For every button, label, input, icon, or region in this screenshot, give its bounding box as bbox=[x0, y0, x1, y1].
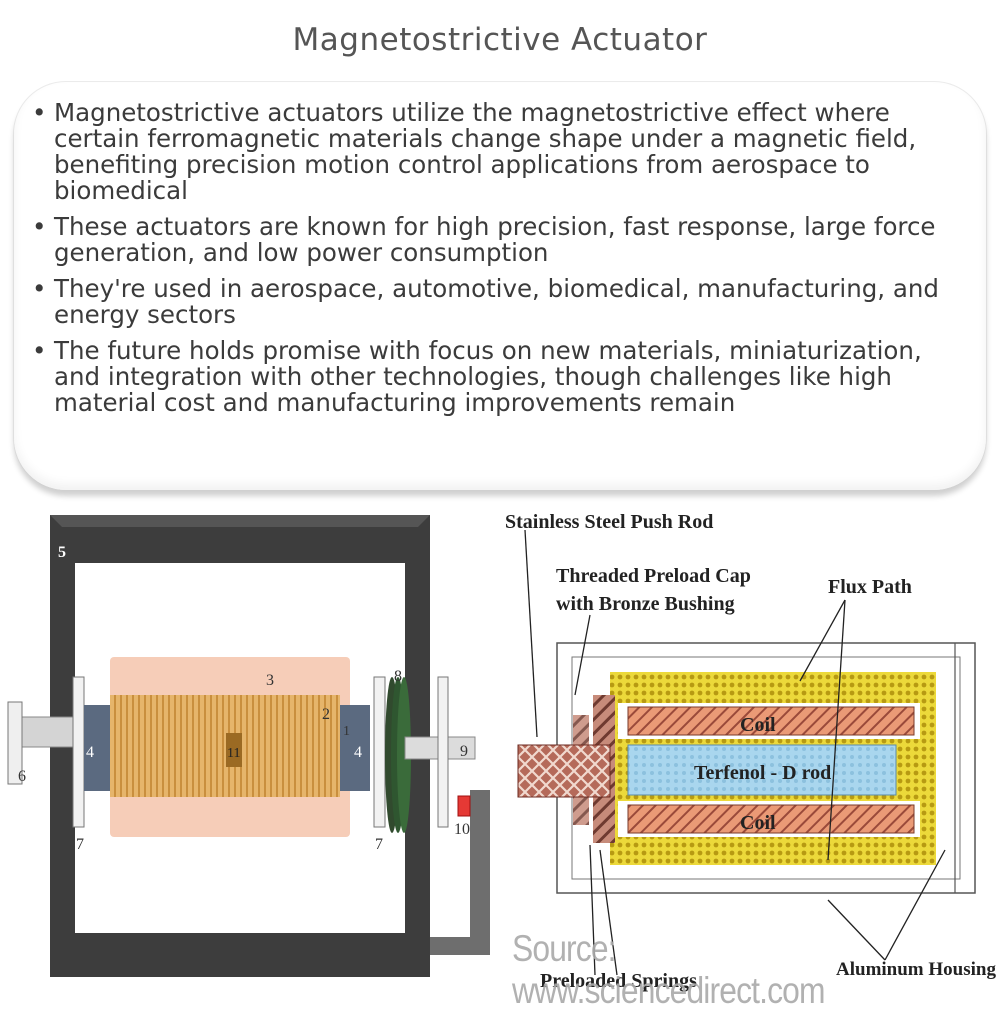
label-7-left: 7 bbox=[76, 836, 84, 853]
label-2: 2 bbox=[322, 706, 330, 723]
washer-7-left bbox=[72, 676, 85, 828]
label-aluminum-housing: Aluminum Housing bbox=[836, 959, 996, 980]
label-preloaded-springs: Preloaded Springs bbox=[540, 970, 697, 992]
washer-7-right bbox=[373, 676, 386, 828]
end-plate-right bbox=[437, 676, 449, 828]
red-marker bbox=[457, 795, 471, 817]
frame-top-bevel bbox=[50, 515, 430, 527]
label-9: 9 bbox=[460, 743, 468, 760]
label-7-right: 7 bbox=[375, 836, 383, 853]
label-4-right: 4 bbox=[354, 744, 362, 761]
label-coil-top: Coil bbox=[740, 714, 776, 736]
label-bronze-bushing: with Bronze Bushing bbox=[556, 593, 735, 615]
coil-top bbox=[627, 706, 915, 736]
push-rod bbox=[517, 744, 611, 798]
actuator-diagrams: 5 3 2 1 8 4 4 11 9 6 7 7 10 bbox=[7, 511, 996, 992]
label-3: 3 bbox=[266, 672, 274, 689]
bullet-list: Magnetostrictive actuators utilize the m… bbox=[30, 100, 960, 426]
label-flux-path: Flux Path bbox=[828, 576, 912, 598]
magnetostrictive-rod bbox=[110, 695, 340, 797]
right-actuator-diagram: Stainless Steel Push Rod Threaded Preloa… bbox=[505, 511, 996, 992]
bullet-item: These actuators are known for high preci… bbox=[30, 214, 960, 266]
label-push-rod: Stainless Steel Push Rod bbox=[505, 511, 713, 533]
support-bracket bbox=[430, 790, 490, 955]
bullet-item: They're used in aerospace, automotive, b… bbox=[30, 276, 960, 328]
callout-arrows bbox=[524, 529, 946, 976]
bullet-item: Magnetostrictive actuators utilize the m… bbox=[30, 100, 960, 204]
label-4-left: 4 bbox=[86, 744, 94, 761]
label-6: 6 bbox=[18, 768, 26, 785]
spring-disc bbox=[397, 677, 411, 833]
page-title: Magnetostrictive Actuator bbox=[292, 22, 708, 58]
label-coil-bottom: Coil bbox=[740, 812, 776, 834]
left-actuator-diagram: 5 3 2 1 8 4 4 11 9 6 7 7 10 bbox=[7, 515, 490, 977]
bullet-item: The future holds promise with focus on n… bbox=[30, 338, 960, 416]
block-4-left bbox=[84, 705, 110, 791]
label-rod: Terfenol - D rod bbox=[694, 762, 831, 784]
label-preload-cap: Threaded Preload Cap bbox=[556, 565, 751, 587]
label-10: 10 bbox=[454, 821, 470, 838]
label-8: 8 bbox=[394, 668, 402, 685]
label-5: 5 bbox=[58, 544, 66, 561]
label-11: 11 bbox=[227, 746, 240, 761]
label-1: 1 bbox=[343, 724, 350, 739]
coil-bottom bbox=[627, 804, 915, 834]
end-plate-6 bbox=[7, 701, 23, 785]
label-box-11 bbox=[226, 733, 242, 767]
source-watermark: Source: www.sciencedirect.com bbox=[512, 928, 825, 1011]
terfenol-rod bbox=[627, 744, 897, 796]
block-4-right bbox=[340, 705, 370, 791]
